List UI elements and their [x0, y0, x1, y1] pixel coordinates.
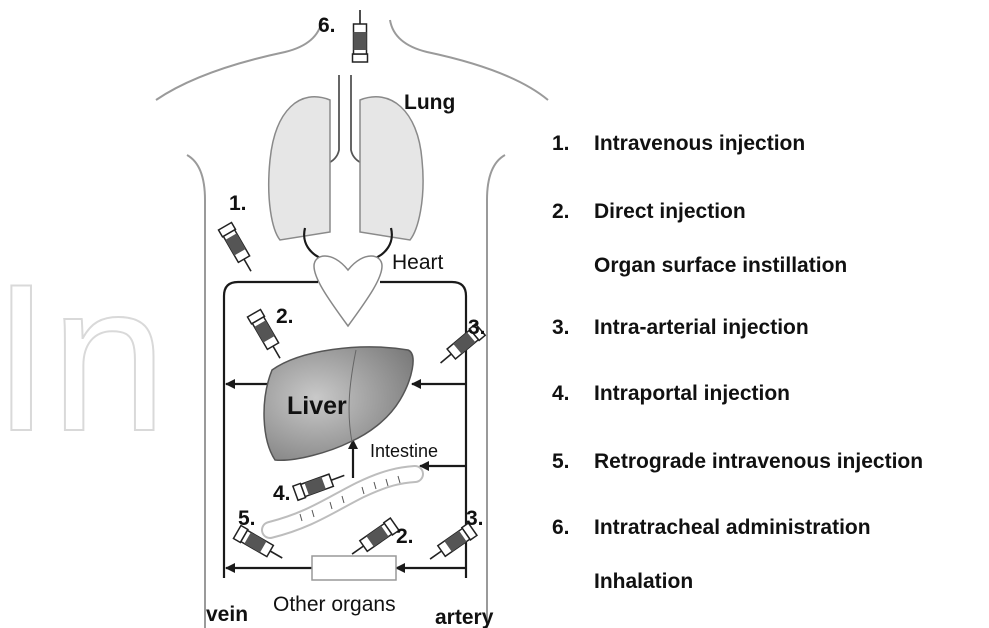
syringe-icon	[219, 222, 258, 275]
site-5-label: 5.	[238, 507, 256, 530]
legend-text: Intravenous injection	[594, 132, 805, 155]
site-3-label: 3.	[466, 507, 484, 530]
legend-number: 5.	[552, 450, 594, 474]
lungs	[269, 97, 423, 240]
body-outline	[156, 20, 548, 628]
legend-text: Retrograde intravenous injection	[594, 450, 923, 473]
site-4-label: 4.	[273, 482, 291, 505]
lung-label: Lung	[404, 91, 455, 114]
legend-number: 2.	[552, 200, 594, 224]
legend-text: Intraportal injection	[594, 382, 790, 405]
legend-text: Intra-arterial injection	[594, 316, 809, 339]
other-organs-box	[312, 556, 396, 580]
heart-label: Heart	[392, 251, 444, 274]
heart	[314, 256, 382, 326]
site-6-label: 6.	[318, 14, 336, 37]
legend-text: Intratracheal administration	[594, 516, 871, 539]
other-organs-label: Other organs	[273, 593, 396, 616]
legend-number: 3.	[552, 316, 594, 340]
intestine-label: Intestine	[370, 441, 438, 461]
legend-text: Direct injection	[594, 200, 746, 223]
syringe-icon	[353, 10, 368, 62]
legend-number: 1.	[552, 132, 594, 156]
liver-label: Liver	[287, 392, 347, 420]
site-2-label: 2.	[276, 305, 294, 328]
legend-continuation: Organ surface instillation	[594, 254, 847, 278]
legend-continuation: Inhalation	[594, 570, 693, 594]
vein-label: vein	[206, 603, 248, 626]
site-3-label: 3.	[468, 316, 486, 339]
legend-number: 6.	[552, 516, 594, 540]
watermark: In	[0, 240, 167, 475]
legend-item: 5.Retrograde intravenous injection	[552, 450, 923, 474]
site-2-label: 2.	[396, 525, 414, 548]
legend-item: 4.Intraportal injection	[552, 382, 790, 406]
syringe-icon	[348, 518, 399, 560]
legend-item: 3.Intra-arterial injection	[552, 316, 809, 340]
legend-number: 4.	[552, 382, 594, 406]
legend-item: 1.Intravenous injection	[552, 132, 805, 156]
legend-item: 2.Direct injection Organ surface instill…	[552, 200, 746, 224]
legend-item: 6.Intratracheal administration Inhalatio…	[552, 516, 871, 540]
trachea	[326, 75, 364, 164]
legend: 1.Intravenous injection 2.Direct injecti…	[552, 0, 982, 628]
artery-label: artery	[435, 606, 494, 628]
site-1-label: 1.	[229, 192, 247, 215]
